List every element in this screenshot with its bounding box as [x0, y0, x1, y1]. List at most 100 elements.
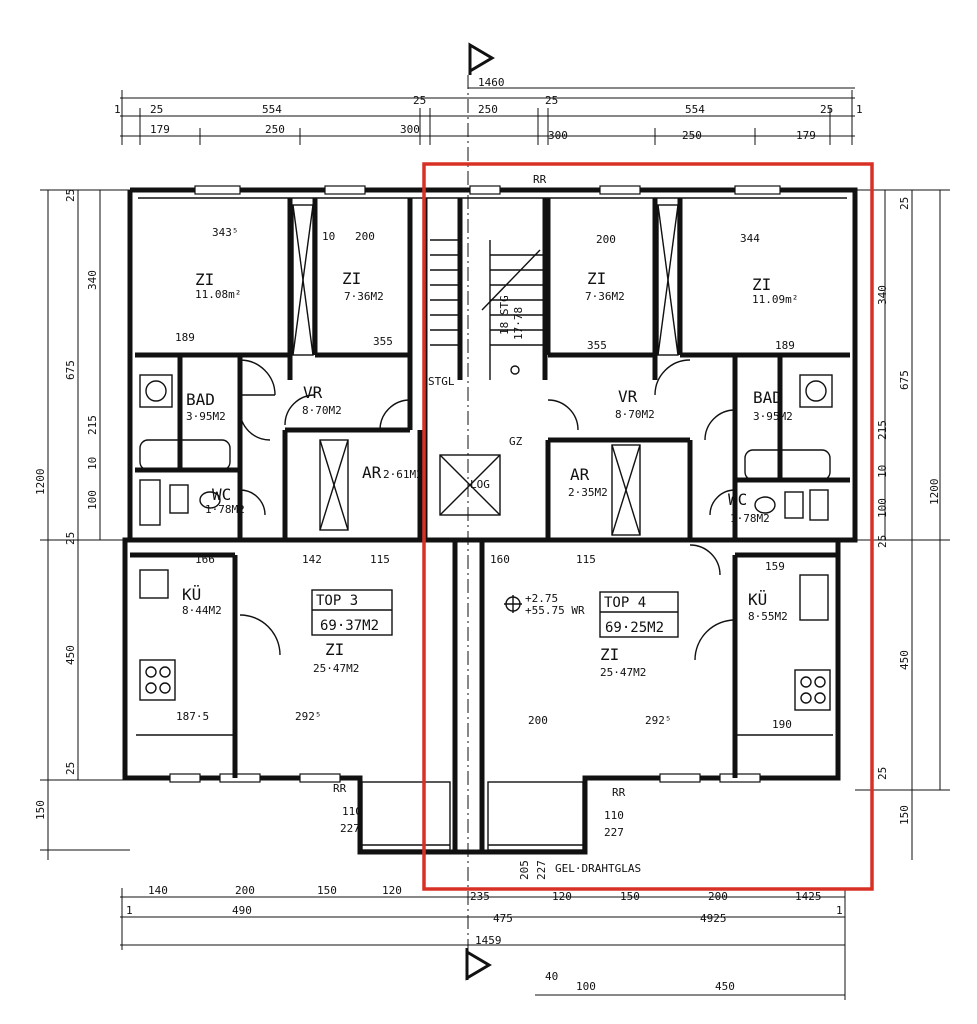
dim-inner-o: 200 [528, 714, 548, 727]
room-name-t3-7: KÜ [182, 585, 201, 604]
room-name-t4-3: VR [618, 387, 638, 406]
door-swings [239, 359, 736, 661]
dim-top2-5: 250 [682, 129, 702, 142]
top-dimensions [120, 87, 855, 145]
dim-bottom3-2: 100 [576, 980, 596, 993]
dim-inner-g: 166 [195, 553, 215, 566]
dim-left-7: 1200 [34, 469, 47, 496]
room-name-t4-2: ZI [752, 275, 771, 294]
section-marker-top [468, 42, 495, 75]
room-area-t4-2: 11.09m² [752, 293, 798, 306]
highlight-box [422, 162, 874, 891]
dim-bottom-9: 150 [620, 890, 640, 903]
interior-walls-top3 [130, 198, 423, 778]
dim-right-6: 100 [876, 498, 889, 518]
dim-inner-p: 190 [772, 718, 792, 731]
room-name-t3-6: AR [362, 463, 382, 482]
dim-top2-2: 250 [265, 123, 285, 136]
dim-right-4: 215 [876, 420, 889, 440]
dim-inner-f: 344 [740, 232, 760, 245]
dim-left-6: 100 [86, 490, 99, 510]
dim-left-9: 450 [64, 645, 77, 665]
room-area-t3-1: 11.08m² [195, 288, 241, 301]
dim-inner-d2: 189 [775, 339, 795, 352]
room-name-t3-1: ZI [195, 270, 214, 289]
interior-walls-top4 [545, 198, 850, 778]
dim-inner-b2: 200 [596, 233, 616, 246]
note-rr-right: RR [612, 786, 626, 799]
room-area-t4-8: 25·47M2 [600, 666, 646, 679]
dim-bottom-3: 150 [317, 884, 337, 897]
dim-inner-d1: 189 [175, 331, 195, 344]
dim-bottom-10: 200 [708, 890, 728, 903]
dim-overall-bottom: 1459 [475, 934, 502, 947]
elevation-line-2: +55.75 WR [525, 604, 585, 617]
dim-inner-e1: 355 [373, 335, 393, 348]
dim-inner-a: 343⁵ [212, 226, 239, 239]
dim-left-3: 675 [64, 360, 77, 380]
dim-inner-i1: 115 [370, 553, 390, 566]
unit-area-top3: 69·37M2 [320, 618, 379, 634]
dim-bottom-5: 235 [470, 890, 490, 903]
unit-label-top3: TOP 3 [316, 593, 358, 609]
note-glass: GEL·DRAHTGLAS [555, 862, 641, 875]
room-area-t4-3: 8·70M2 [615, 408, 655, 421]
dim-bottom2-5: 1 [836, 904, 843, 917]
dim-top2-3: 300 [400, 123, 420, 136]
dim-bottom-6: 205 [518, 860, 531, 880]
room-area-t4-5: 2·35M2 [568, 486, 608, 499]
dim-top-3: 554 [262, 103, 282, 116]
dim-bottom-11: 1425 [795, 890, 822, 903]
room-name-t3-4: VR [303, 383, 323, 402]
bath-fixtures-top3 [139, 374, 231, 526]
dim-bottom-4: 120 [382, 884, 402, 897]
stair-steps-label: 18 STG [498, 295, 511, 335]
dim-left-5: 10 [86, 457, 99, 470]
dim-left-1: 25 [64, 189, 77, 202]
dim-inner-n1: 292⁵ [295, 710, 322, 723]
note-rr-left: RR [333, 782, 347, 795]
room-name-t4-4: BAD [753, 388, 782, 407]
dim-left-2: 340 [86, 270, 99, 290]
dim-inner-c1: 10 [322, 230, 335, 243]
dim-bottom2-3: 475 [493, 912, 513, 925]
left-dimensions [40, 189, 130, 860]
dim-bottom-8: 120 [552, 890, 572, 903]
dim-bottom-7: 227 [535, 860, 548, 880]
core-label: LOG [470, 478, 490, 491]
room-area-t3-3: 3·95M2 [186, 410, 226, 423]
unit-label-top4: TOP 4 [604, 595, 646, 611]
room-area-t4-6: 1·78M2 [730, 512, 770, 525]
dim-inner-s1: 227 [340, 822, 360, 835]
room-area-t3-8: 25·47M2 [313, 662, 359, 675]
dim-inner-j: 142 [302, 553, 322, 566]
dim-inner-e2: 355 [587, 339, 607, 352]
dim-right-2: 340 [876, 285, 889, 305]
elevation-marker-icon [504, 595, 522, 613]
bath-fixtures-top4 [744, 374, 833, 521]
kitchen-fixtures-top4 [794, 574, 831, 711]
unit-box-top3 [311, 589, 393, 636]
unit-box-top4 [599, 591, 679, 638]
elevation-line-1: +2.75 [525, 592, 558, 605]
dim-inner-s2: 227 [604, 826, 624, 839]
dim-inner-h: 160 [490, 553, 510, 566]
room-name-t3-5: WC [212, 485, 231, 504]
shaft-label: GZ [509, 435, 523, 448]
room-name-t4-5: AR [570, 465, 590, 484]
dim-inner-r2: 110 [604, 809, 624, 822]
dim-inner-b1: 200 [355, 230, 375, 243]
dim-bottom2-2: 490 [232, 904, 252, 917]
dim-left-8: 25 [64, 532, 77, 545]
right-dimensions [855, 189, 950, 860]
dim-bottom2-1: 1 [126, 904, 133, 917]
dim-right-11: 150 [898, 805, 911, 825]
dim-top2-6: 179 [796, 129, 816, 142]
dim-left-4: 215 [86, 415, 99, 435]
dim-right-8: 25 [876, 535, 889, 548]
section-marker-bottom [465, 948, 492, 981]
dim-inner-n2: 292⁵ [645, 714, 672, 727]
dim-left-10: 25 [64, 762, 77, 775]
dim-right-9: 450 [898, 650, 911, 670]
